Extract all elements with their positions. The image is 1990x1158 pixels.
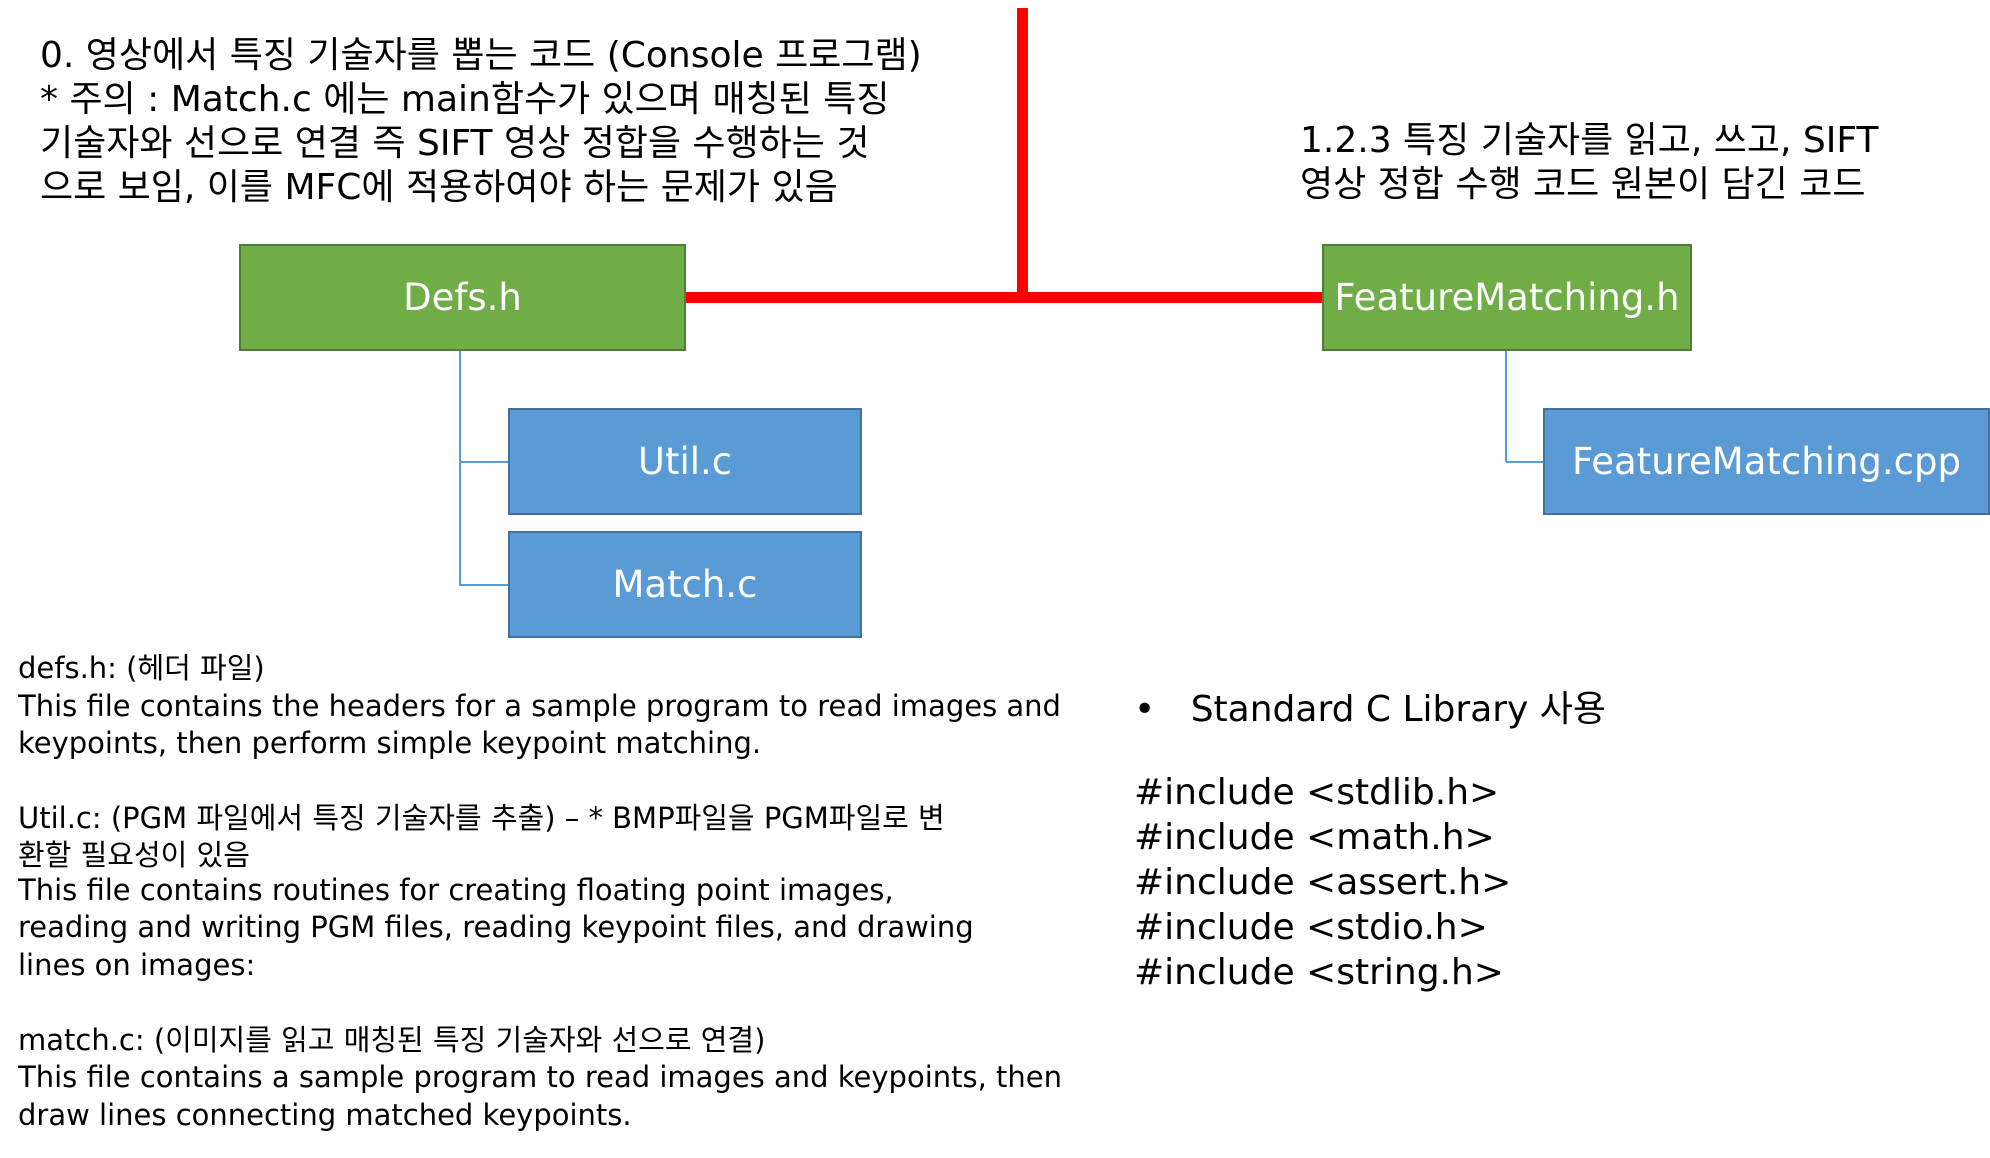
include-line: #include <assert.h>	[1134, 862, 1512, 903]
defs-h-label: Defs.h	[403, 276, 522, 319]
description-line: reading and writing PGM files, reading k…	[18, 910, 974, 944]
description-line: draw lines connecting matched keypoints.	[18, 1097, 632, 1132]
description-line: Util.c: (PGM 파일에서 특징 기술자를 추출) – * BMP파일을…	[18, 801, 945, 835]
description-line: lines on images:	[18, 947, 256, 982]
left-heading-line: 0. 영상에서 특징 기술자를 뽑는 코드 (Console 프로그램)	[40, 35, 922, 76]
left-heading: 0. 영상에서 특징 기술자를 뽑는 코드 (Console 프로그램) * 주…	[40, 34, 922, 210]
main-horizontal-connector	[685, 292, 1325, 303]
description-line: 환할 필요성이 있음	[18, 837, 250, 872]
util-c-node: Util.c	[508, 408, 862, 515]
description-line: keypoints, then perform simple keypoint …	[18, 726, 762, 760]
include-line: #include <math.h>	[1134, 817, 1495, 858]
right-heading-line: 1.2.3 특징 기술자를 읽고, 쓰고, SIFT	[1300, 120, 1879, 161]
description-line: This file contains the headers for a sam…	[18, 688, 1061, 723]
library-title: Standard C Library 사용	[1190, 689, 1607, 730]
file-description: defs.h: (헤더 파일) This file contains the h…	[18, 650, 1062, 1134]
description-line: This file contains routines for creating…	[18, 872, 894, 907]
description-line	[18, 984, 1062, 1022]
featurematching-h-node: FeatureMatching.h	[1322, 244, 1692, 351]
defs-h-node: Defs.h	[239, 244, 686, 351]
description-line: match.c: (이미지를 읽고 매칭된 특징 기술자와 선으로 연결)	[18, 1022, 766, 1057]
main-vertical-connector	[1017, 8, 1028, 298]
featurematching-h-label: FeatureMatching.h	[1334, 276, 1680, 319]
util-c-label: Util.c	[637, 440, 733, 483]
bullet-icon: •	[1134, 689, 1156, 730]
match-c-node: Match.c	[508, 531, 862, 638]
include-line: #include <stdio.h>	[1134, 907, 1488, 948]
include-list: #include <stdlib.h> #include <math.h> #i…	[1134, 770, 1511, 995]
featurematching-cpp-label: FeatureMatching.cpp	[1571, 440, 1961, 483]
left-heading-line: 기술자와 선으로 연결 즉 SIFT 영상 정합을 수행하는 것	[40, 123, 870, 164]
include-line: #include <stdlib.h>	[1134, 772, 1500, 813]
description-line: defs.h: (헤더 파일)	[18, 651, 265, 685]
match-c-label: Match.c	[612, 563, 758, 606]
right-heading: 1.2.3 특징 기술자를 읽고, 쓰고, SIFT 영상 정합 수행 코드 원…	[1300, 119, 1878, 207]
left-heading-line: 으로 보임, 이를 MFC에 적용하여야 하는 문제가 있음	[40, 167, 838, 208]
left-heading-line: * 주의 : Match.c 에는 main함수가 있으며 매칭된 특징	[40, 79, 890, 120]
description-line: This file contains a sample program to r…	[18, 1060, 1063, 1094]
description-line	[18, 763, 1062, 801]
include-line: #include <string.h>	[1134, 952, 1504, 993]
right-heading-line: 영상 정합 수행 코드 원본이 담긴 코드	[1300, 164, 1866, 205]
library-bullet-item: • Standard C Library 사용	[1134, 680, 1606, 732]
featurematching-cpp-node: FeatureMatching.cpp	[1543, 408, 1990, 515]
